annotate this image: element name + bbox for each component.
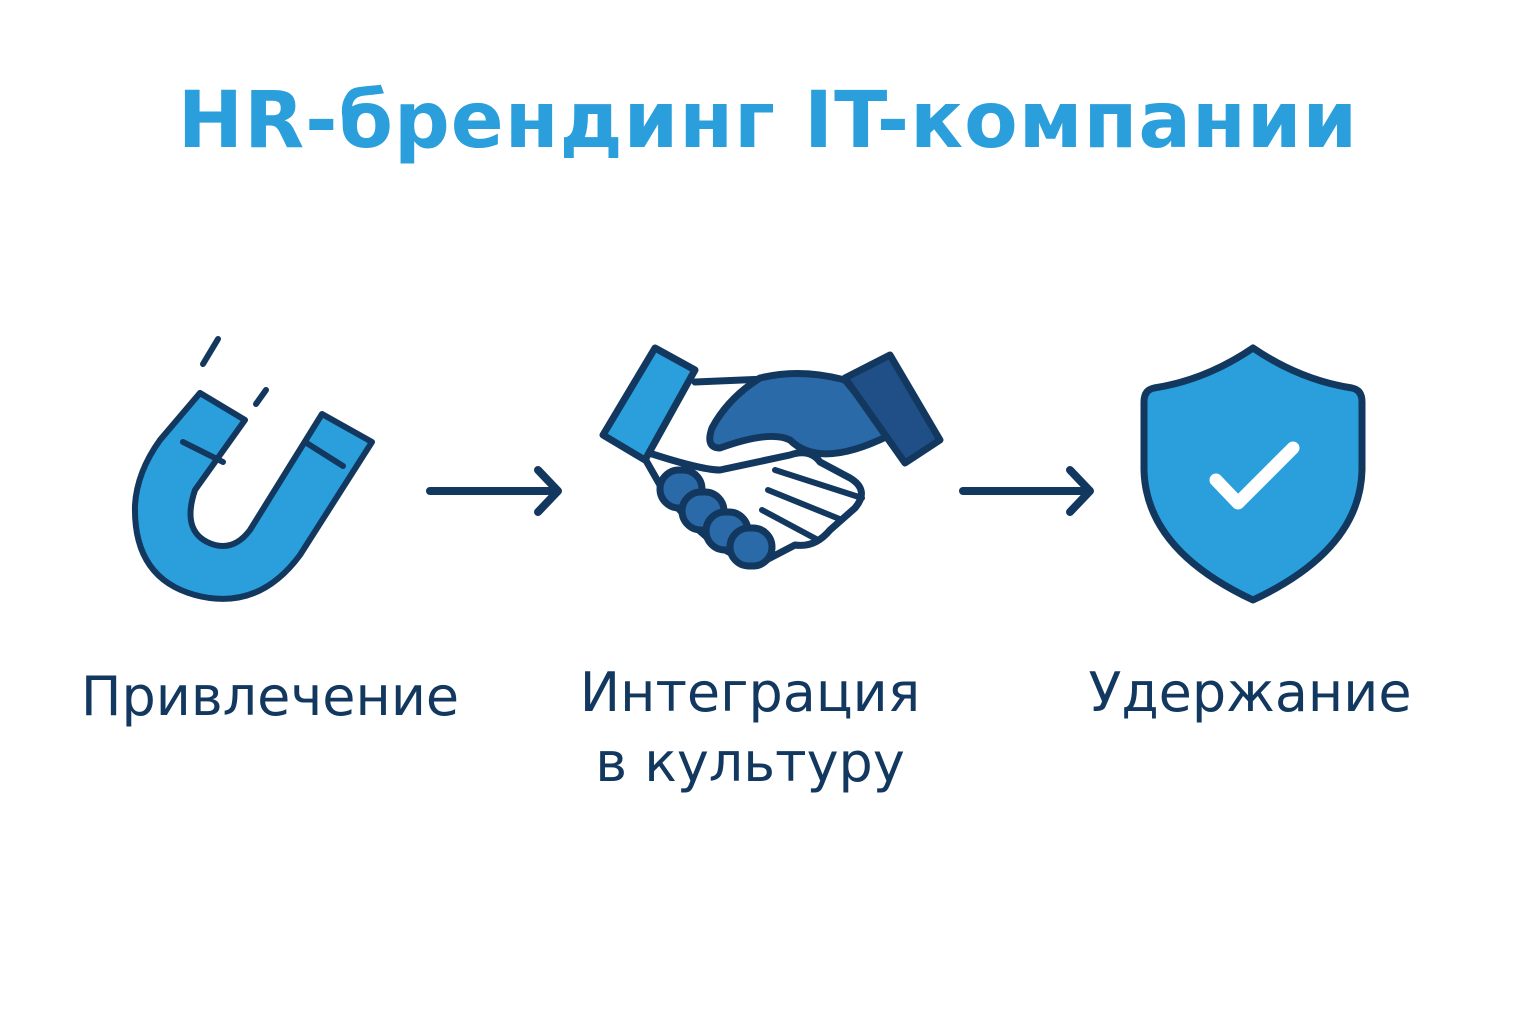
step-label-line: Интеграция	[579, 661, 921, 724]
shield-check-icon	[1140, 344, 1366, 604]
arrow-right-icon	[426, 466, 562, 516]
step-label-retention: Удержание	[1040, 658, 1460, 728]
arrow-right-icon	[959, 466, 1094, 516]
step-label-line: Привлечение	[80, 665, 460, 728]
magnet-icon	[131, 336, 375, 602]
step-label-attraction: Привлечение	[60, 662, 480, 732]
step-label-line: Удержание	[1088, 661, 1412, 724]
page-title: HR-брендинг IT-компании	[177, 76, 1359, 166]
step-label-line: в культуру	[595, 731, 905, 794]
handshake-icon	[599, 344, 944, 570]
step-label-integration: Интеграция в культуру	[530, 658, 970, 798]
